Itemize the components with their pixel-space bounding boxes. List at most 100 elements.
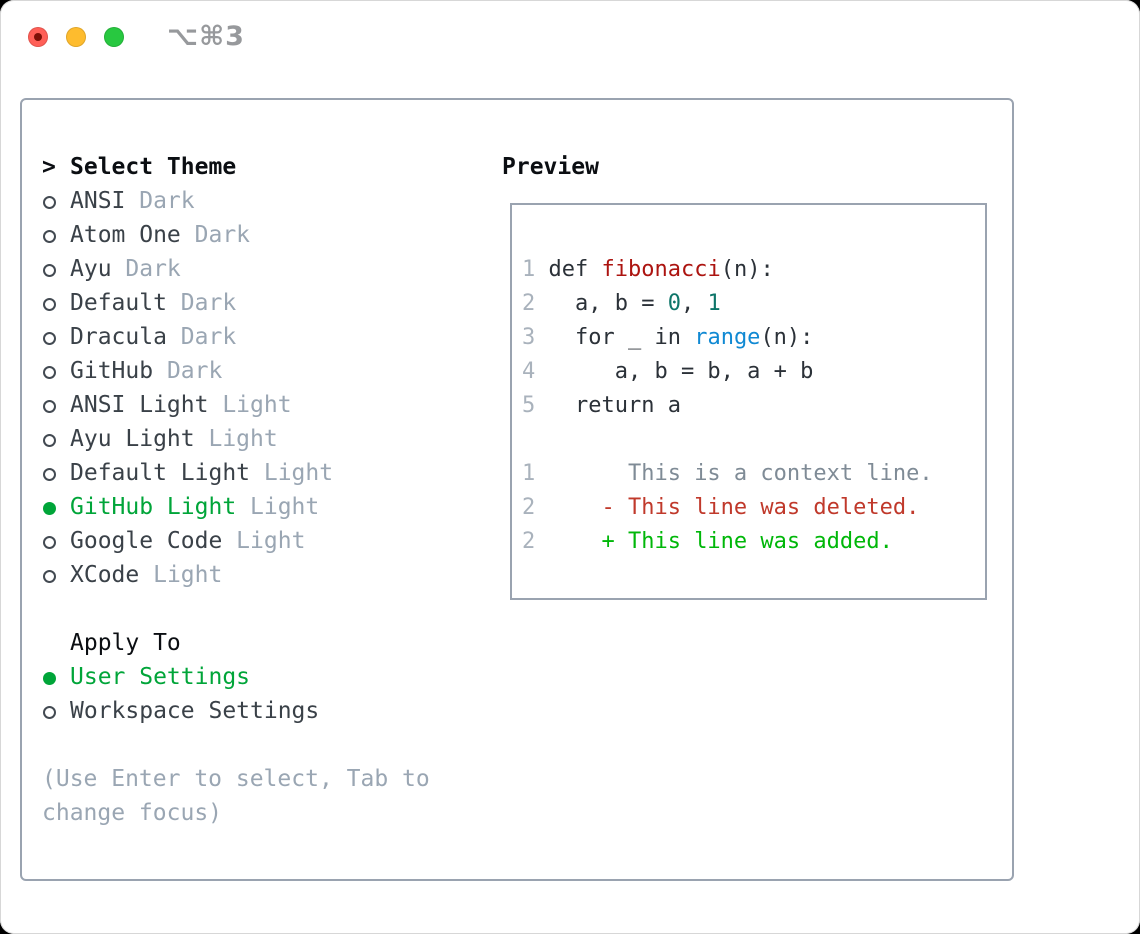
code-token-ln: 1: [522, 461, 536, 486]
code-token-add: + This line was added.: [535, 529, 893, 554]
spacer-row: [42, 592, 430, 626]
radio-unselected-icon: [43, 298, 56, 311]
theme-option-github[interactable]: GitHub Dark: [42, 354, 430, 388]
theme-name: Atom One: [70, 222, 181, 248]
radio-unselected-icon: [43, 366, 56, 379]
apply-option-label: Workspace Settings: [70, 698, 320, 724]
zoom-button[interactable]: [104, 27, 124, 47]
code-line: 3 for _ in range(n):: [522, 321, 933, 355]
code-token-ln: 2: [522, 495, 536, 520]
theme-option-google-code[interactable]: Google Code Light: [42, 524, 430, 558]
theme-name: XCode: [70, 562, 140, 588]
code-line: 2 a, b = 0, 1: [522, 287, 933, 321]
theme-option-default[interactable]: Default Dark: [42, 286, 430, 320]
theme-option-dracula[interactable]: Dracula Dark: [42, 320, 430, 354]
code-token-ln: 4: [522, 359, 536, 384]
code-token-fg: for _ in: [535, 325, 695, 350]
help-text: change focus): [42, 800, 223, 826]
close-button[interactable]: [28, 27, 48, 47]
radio-unselected-icon: [43, 400, 56, 413]
code-token-fg: (n):: [760, 325, 814, 350]
theme-variant: Dark: [125, 188, 195, 214]
help-text: (Use Enter to select, Tab to: [42, 766, 430, 792]
window-title: ⌥⌘3: [167, 21, 245, 52]
theme-variant: Light: [222, 528, 306, 554]
code-line: 1 def fibonacci(n):: [522, 253, 933, 287]
theme-option-xcode[interactable]: XCode Light: [42, 558, 430, 592]
theme-option-atom-one[interactable]: Atom One Dark: [42, 218, 430, 252]
code-token-ln: 3: [522, 325, 536, 350]
theme-option-ansi[interactable]: ANSI Dark: [42, 184, 430, 218]
theme-variant: Dark: [166, 290, 237, 316]
radio-unselected-icon: [43, 332, 56, 345]
theme-option-ayu-light[interactable]: Ayu Light Light: [42, 422, 430, 456]
theme-variant: Dark: [180, 222, 251, 248]
spacer-row: [42, 728, 430, 762]
radio-unselected-icon: [43, 468, 56, 481]
radio-unselected-icon: [43, 706, 56, 719]
code-token-ln: 1: [522, 257, 549, 282]
minimize-button[interactable]: [66, 27, 86, 47]
apply-to-label: Apply To: [70, 630, 181, 656]
theme-name: Default Light: [70, 460, 251, 486]
theme-variant: Light: [250, 460, 334, 486]
select-theme-label: Select Theme: [70, 154, 237, 180]
apply-option-workspace-settings[interactable]: Workspace Settings: [42, 694, 430, 728]
theme-variant: Light: [194, 426, 278, 452]
code-token-ctx: This is a context line.: [535, 461, 933, 486]
theme-variant: Dark: [166, 324, 237, 350]
code-token-num: 1: [707, 291, 721, 316]
code-token-fg: (n):: [720, 257, 774, 282]
code-token-num: 0: [667, 291, 681, 316]
select-theme-header: > Select Theme: [42, 150, 430, 184]
theme-variant: Dark: [111, 256, 181, 282]
apply-to-header: Apply To: [42, 626, 430, 660]
code-line: 1 This is a context line.: [522, 457, 933, 491]
theme-name: Ayu: [70, 256, 112, 282]
code-token-fg: ,: [680, 291, 708, 316]
theme-option-default-light[interactable]: Default Light Light: [42, 456, 430, 490]
theme-variant: Light: [139, 562, 223, 588]
theme-name: Ayu Light: [70, 426, 195, 452]
code-token-fg: a, b =: [535, 291, 668, 316]
theme-name: Dracula: [70, 324, 167, 350]
preview-heading: Preview: [502, 154, 599, 180]
theme-option-github-light[interactable]: GitHub Light Light: [42, 490, 430, 524]
code-token-ln: 5: [522, 393, 536, 418]
help-text-line: (Use Enter to select, Tab to: [42, 762, 430, 796]
theme-option-ayu[interactable]: Ayu Dark: [42, 252, 430, 286]
code-token-fg: def: [548, 257, 602, 282]
cursor-icon: >: [42, 154, 56, 180]
radio-unselected-icon: [43, 570, 56, 583]
theme-variant: Light: [236, 494, 320, 520]
theme-variant: Dark: [153, 358, 223, 384]
radio-unselected-icon: [43, 230, 56, 243]
code-token-fg: a, b = b, a + b: [535, 359, 814, 384]
theme-name: Google Code: [70, 528, 223, 554]
titlebar: ⌥⌘3: [0, 0, 1140, 70]
radio-unselected-icon: [43, 536, 56, 549]
code-token-del: - This line was deleted.: [535, 495, 920, 520]
radio-selected-icon: [43, 672, 56, 685]
code-line: [522, 423, 933, 457]
theme-name: Default: [70, 290, 167, 316]
code-token-fg: return a: [535, 393, 681, 418]
theme-option-ansi-light[interactable]: ANSI Light Light: [42, 388, 430, 422]
theme-name: GitHub: [70, 358, 154, 384]
radio-unselected-icon: [43, 264, 56, 277]
theme-name: ANSI: [70, 188, 126, 214]
unsaved-changes-dot-icon: [34, 33, 42, 41]
apply-option-user-settings[interactable]: User Settings: [42, 660, 430, 694]
code-token-func: fibonacci: [601, 257, 721, 282]
code-line: 4 a, b = b, a + b: [522, 355, 933, 389]
theme-name: GitHub Light: [70, 494, 237, 520]
radio-selected-icon: [43, 502, 56, 515]
code-token-ln: 2: [522, 529, 536, 554]
radio-unselected-icon: [43, 434, 56, 447]
apply-option-label: User Settings: [70, 664, 251, 690]
